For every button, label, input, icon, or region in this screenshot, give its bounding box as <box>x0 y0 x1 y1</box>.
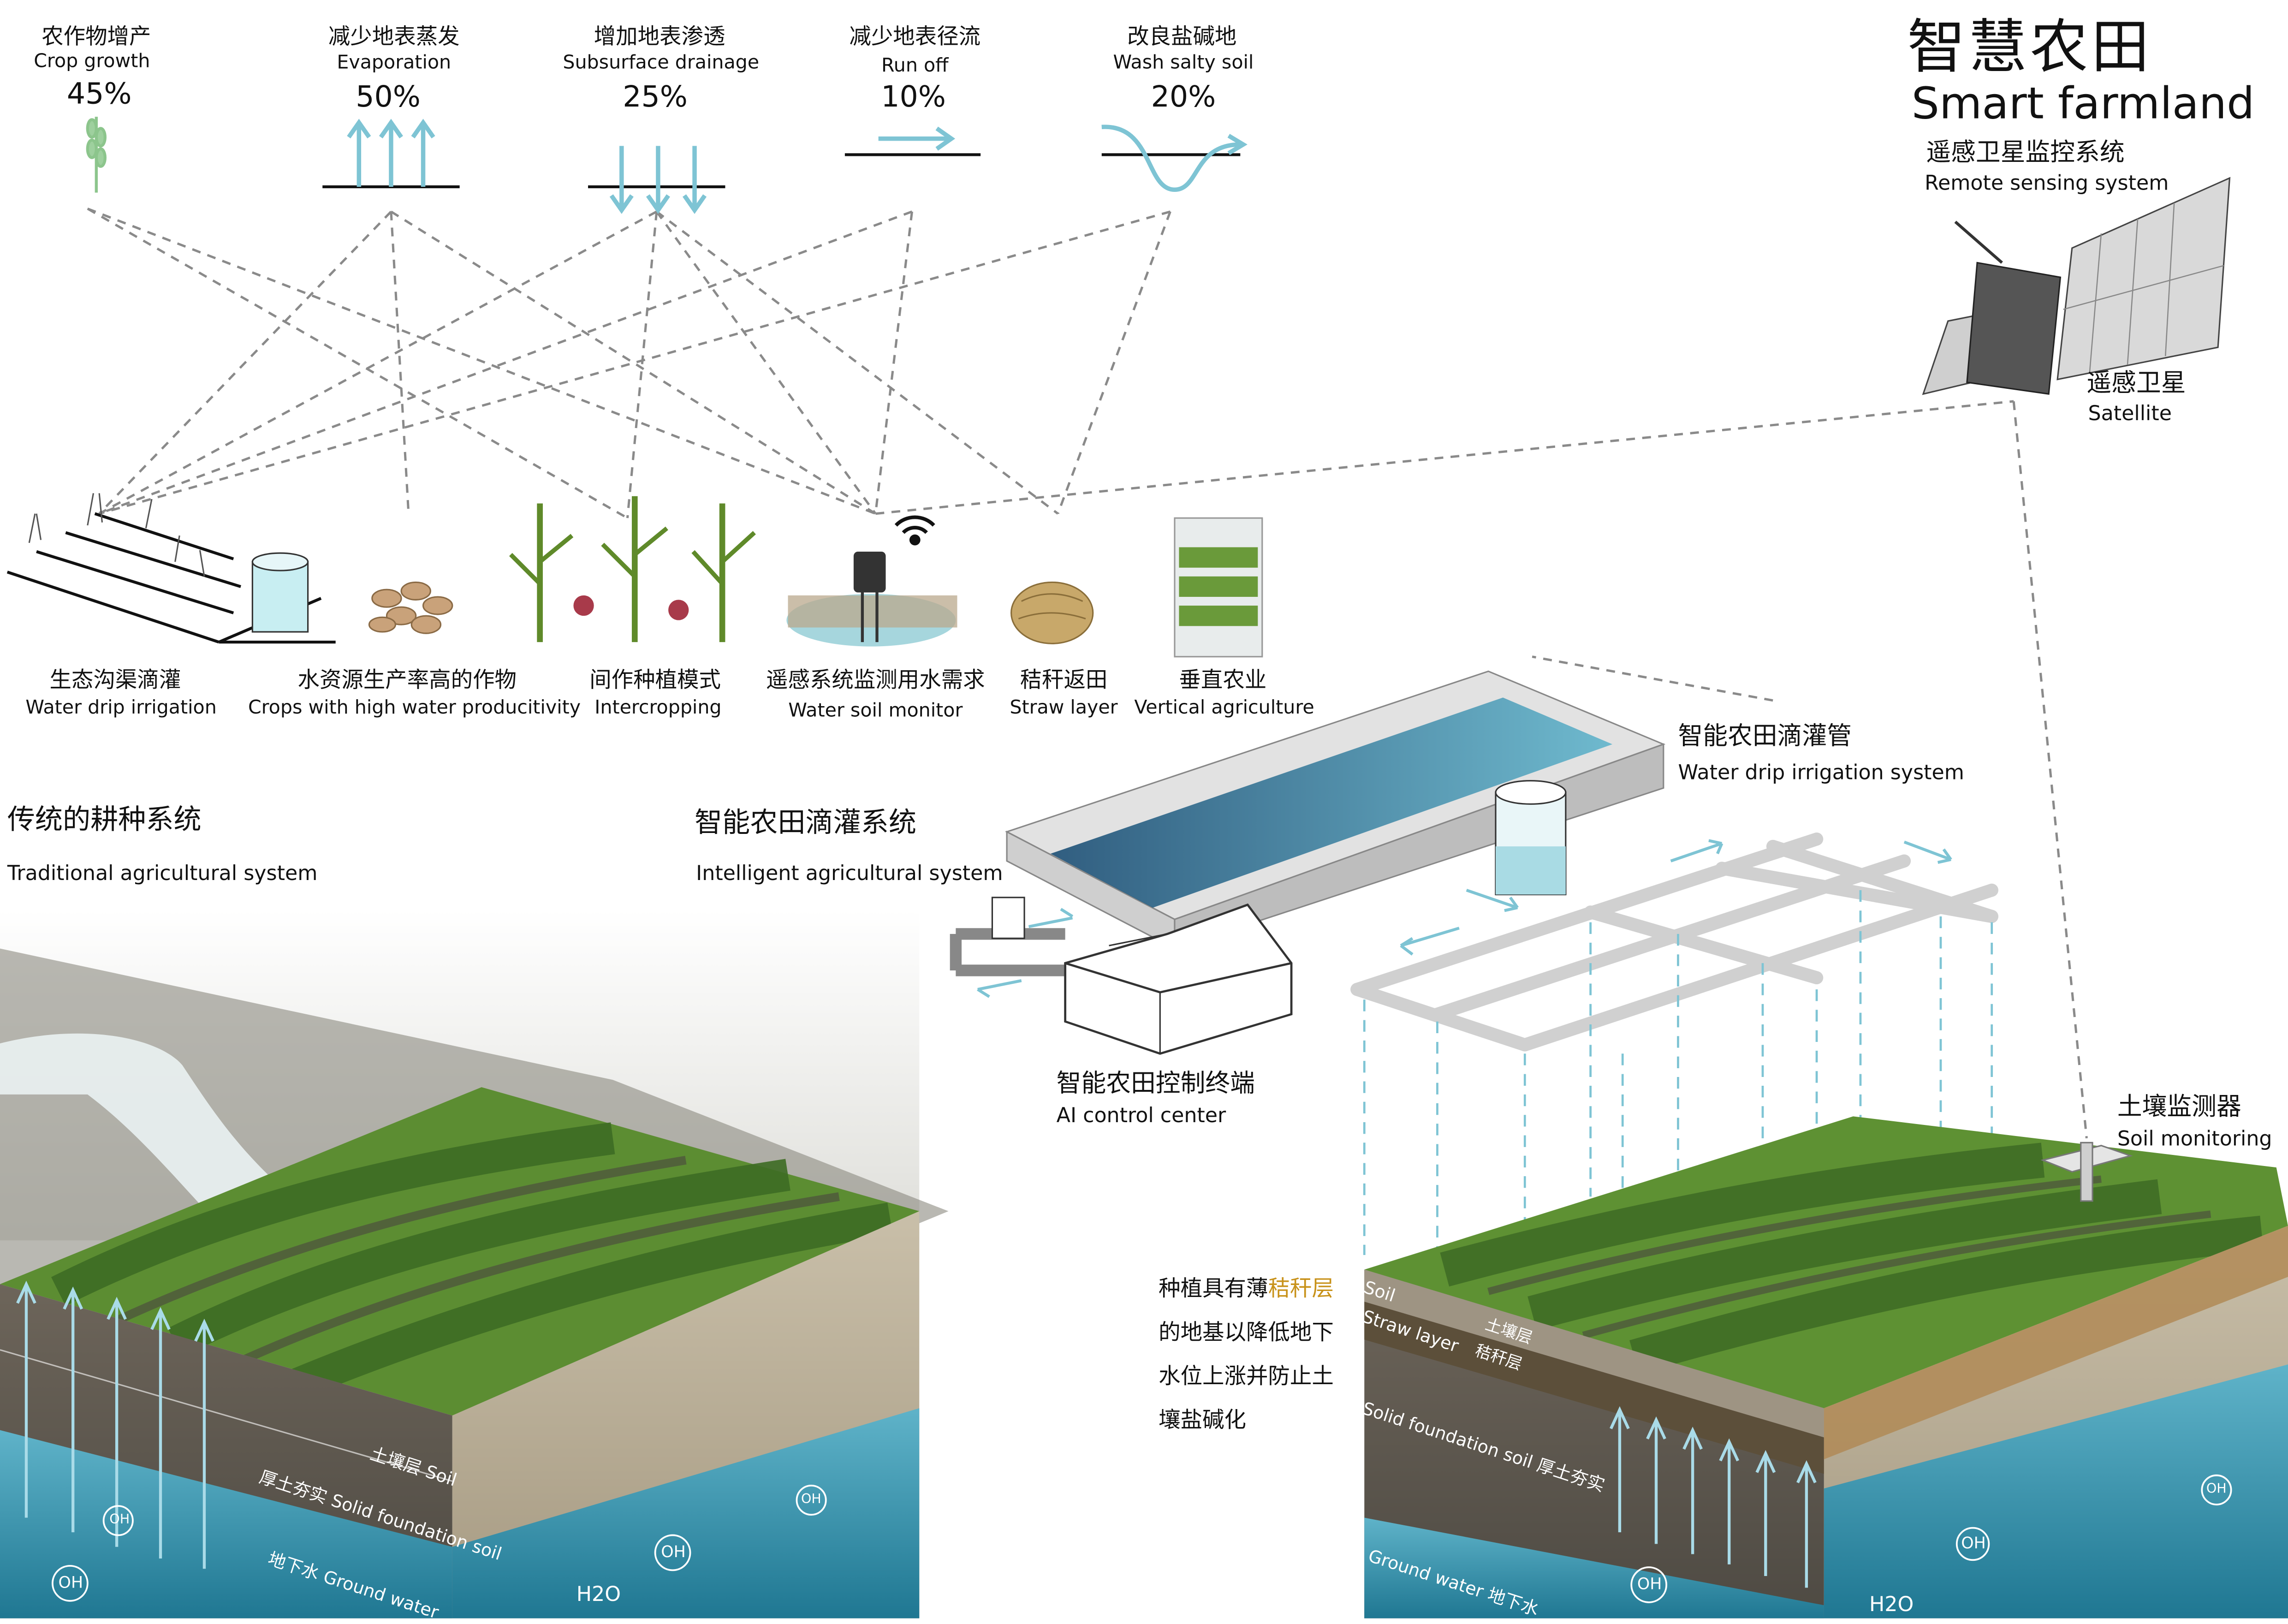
peanuts-illustration <box>368 581 453 634</box>
straw-note: 种植具有薄秸秆层 的地基以降低地下 水位上涨并防止土 壤盐碱化 <box>1159 1267 1334 1442</box>
strategy-4-cn: 遥感系统监测用水需求 <box>766 666 985 693</box>
strategy-6-en: Vertical agriculture <box>1134 697 1314 720</box>
drainage-arrows-icon <box>588 146 725 214</box>
strategy-3-cn: 间作种植模式 <box>589 666 721 693</box>
left-oh-2: OH <box>58 1573 83 1592</box>
intelligent-field-block <box>1364 1116 2288 1618</box>
benefit-2-value: 50% <box>356 78 421 114</box>
soil-monitor-cn: 土壤监测器 <box>2117 1093 2241 1123</box>
benefit-4-en: Run off <box>881 55 949 77</box>
intelligent-cn: 智能农田滴灌系统 <box>695 807 916 839</box>
benefit-1-en: Crop growth <box>34 51 150 73</box>
wash-soil-curve-icon <box>1101 125 1248 192</box>
remote-en: Remote sensing system <box>1925 172 2169 196</box>
left-oh-4: OH <box>801 1493 821 1508</box>
strategy-5-en: Straw layer <box>1010 697 1118 720</box>
traditional-cn: 传统的耕种系统 <box>7 804 202 836</box>
oh-bubbles <box>52 1474 2232 1603</box>
right-oh-2: OH <box>1961 1534 1986 1553</box>
note-line-2: 的地基以降低地下 <box>1159 1319 1334 1346</box>
strategy-2-en: Crops with high water producitivity <box>248 697 581 720</box>
soil-sensor-illustration <box>786 551 957 647</box>
benefit-3-en: Subsurface drainage <box>563 52 760 75</box>
note-line-4: 壤盐碱化 <box>1159 1406 1247 1433</box>
satellite-en: Satellite <box>2088 403 2172 426</box>
water-tank-illustration <box>1495 780 1567 896</box>
benefit-2-en: Evaporation <box>337 52 452 75</box>
benefit-2-cn: 减少地表蒸发 <box>328 23 460 50</box>
note-line-1: 种植具有薄秸秆层 <box>1159 1267 1334 1310</box>
benefit-5-en: Wash salty soil <box>1113 52 1254 75</box>
control-center-building <box>1064 903 1293 1055</box>
right-oh-3: OH <box>2206 1482 2227 1498</box>
benefit-1-value: 45% <box>66 76 132 111</box>
runoff-arrow-icon <box>844 126 981 156</box>
strategy-2-cn: 水资源生产率高的作物 <box>297 666 517 693</box>
note-line-3: 水位上涨并防止土 <box>1159 1363 1334 1390</box>
strategy-1-en: Water drip irrigation <box>25 697 217 720</box>
benefit-4-cn: 减少地表径流 <box>849 23 981 50</box>
control-en: AI control center <box>1056 1105 1226 1128</box>
connection-lines <box>87 208 2088 1139</box>
strategy-3-en: Intercropping <box>594 697 722 720</box>
traditional-en: Traditional agricultural system <box>7 862 318 886</box>
drip-irrigation-illustration <box>6 493 336 644</box>
right-h2o: H2O <box>1869 1593 1914 1617</box>
strategy-6-cn: 垂直农业 <box>1179 666 1267 693</box>
wifi-icon <box>894 515 935 546</box>
benefit-1-cn: 农作物增产 <box>42 23 151 50</box>
title-cn: 智慧农田 <box>1907 14 2152 82</box>
benefit-4-value: 10% <box>881 78 946 114</box>
traditional-field-block <box>0 904 949 1618</box>
drip-flow-arrows <box>1400 839 1952 956</box>
soil-monitor-en: Soil monitoring <box>2117 1128 2272 1152</box>
soil-monitor-device <box>2040 1142 2133 1202</box>
title-en: Smart farmland <box>1911 78 2255 130</box>
vertical-farm-illustration <box>1174 517 1263 658</box>
evaporation-arrows-icon <box>322 119 460 189</box>
intelligent-en: Intelligent agricultural system <box>696 862 1003 886</box>
benefit-5-cn: 改良盐碱地 <box>1127 23 1237 50</box>
drip-pipe-cn: 智能农田滴灌管 <box>1678 722 1852 752</box>
drip-pipe-en: Water drip irrigation system <box>1678 761 1964 785</box>
control-cn: 智能农田控制终端 <box>1056 1070 1255 1099</box>
benefit-5-value: 20% <box>1151 78 1216 114</box>
left-oh-3: OH <box>661 1542 686 1562</box>
satellite-illustration <box>1922 177 2231 395</box>
strategy-1-cn: 生态沟渠滴灌 <box>49 666 181 693</box>
left-oh-1: OH <box>109 1513 130 1528</box>
right-oh-1: OH <box>1637 1574 1662 1594</box>
wheat-icon <box>86 117 107 193</box>
remote-cn: 遥感卫星监控系统 <box>1926 138 2125 168</box>
drip-pipe-grid <box>1350 833 1998 1052</box>
satellite-cn: 遥感卫星 <box>2086 369 2186 399</box>
left-h2o: H2O <box>576 1583 621 1607</box>
note-highlight: 秸秆层 <box>1268 1275 1334 1302</box>
straw-bale-illustration <box>1010 581 1094 644</box>
note-line-1a: 种植具有薄 <box>1159 1275 1268 1302</box>
intercropping-illustration <box>509 496 756 642</box>
benefit-3-cn: 增加地表渗透 <box>594 23 725 50</box>
right-capillary-arrows <box>1610 1406 1817 1588</box>
strategy-5-cn: 秸秆返田 <box>1020 666 1108 693</box>
benefit-3-value: 25% <box>623 78 688 114</box>
strategy-4-en: Water soil monitor <box>788 700 963 723</box>
